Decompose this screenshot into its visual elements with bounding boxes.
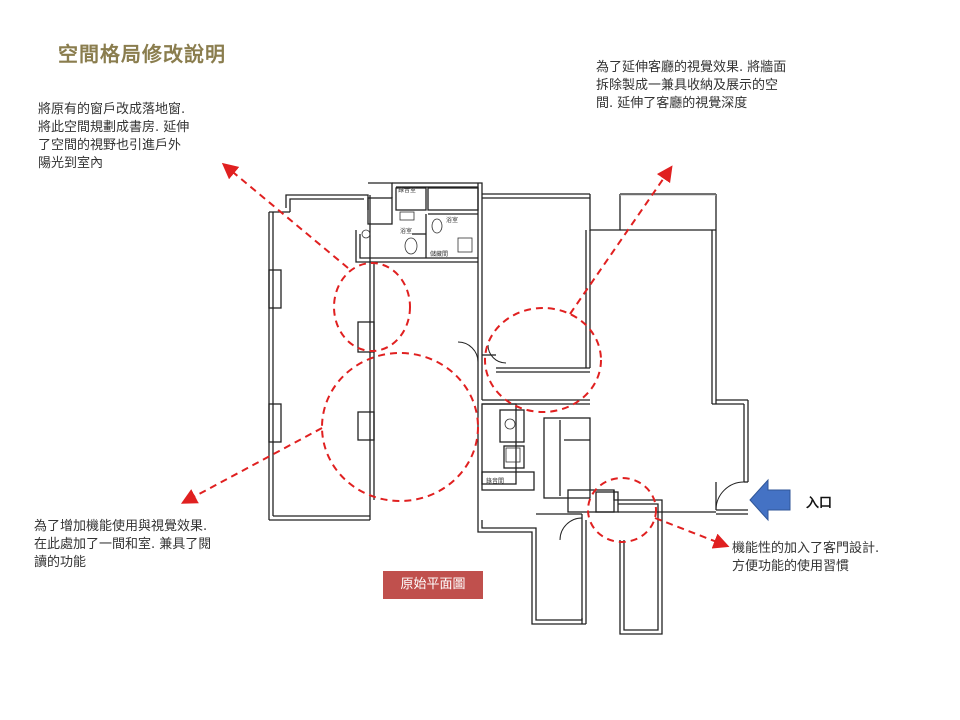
room-label-bath2: 浴室 — [446, 216, 458, 224]
note-window-change: 將原有的窗戶改成落地窗. 將此空間規劃成書房. 延伸 了空間的視野也引進戶外 陽… — [38, 102, 190, 171]
room-label-bath1: 浴室 — [400, 227, 412, 235]
arrow-to-washitsu-note — [180, 427, 323, 504]
room-label-closet: 錄音間 — [486, 477, 504, 485]
note-door-design: 機能性的加入了客門設計. 方便功能的使用習慣 — [732, 541, 880, 574]
annotation-circle-study-window — [333, 262, 411, 352]
annotation-circle-living-wall — [484, 307, 602, 413]
floor-plan-walls — [268, 182, 749, 635]
arrow-to-window-note — [221, 162, 349, 269]
floor-plan-fixtures — [361, 211, 521, 463]
entrance-arrow-icon — [749, 478, 791, 522]
note-washitsu: 為了增加機能使用與視覺效果. 在此處加了一間和室. 兼具了閱 讀的功能 — [34, 519, 212, 570]
note-living-room: 為了延伸客廳的視覺效果. 將牆面 拆除製成一兼具收納及展示的空 間. 延伸了客廳… — [596, 60, 787, 111]
arrow-to-living-note — [569, 165, 673, 315]
room-label-laundry: 錄音室 — [398, 186, 416, 194]
entrance-label: 入口 — [806, 496, 833, 511]
annotation-circle-door — [587, 477, 657, 543]
annotation-circle-washitsu — [321, 352, 479, 502]
original-plan-caption: 原始平面圖 — [383, 571, 483, 599]
room-label-storage: 儲藏間 — [430, 250, 448, 258]
page-title: 空間格局修改說明 — [58, 42, 226, 66]
arrow-to-door-note — [654, 517, 730, 549]
